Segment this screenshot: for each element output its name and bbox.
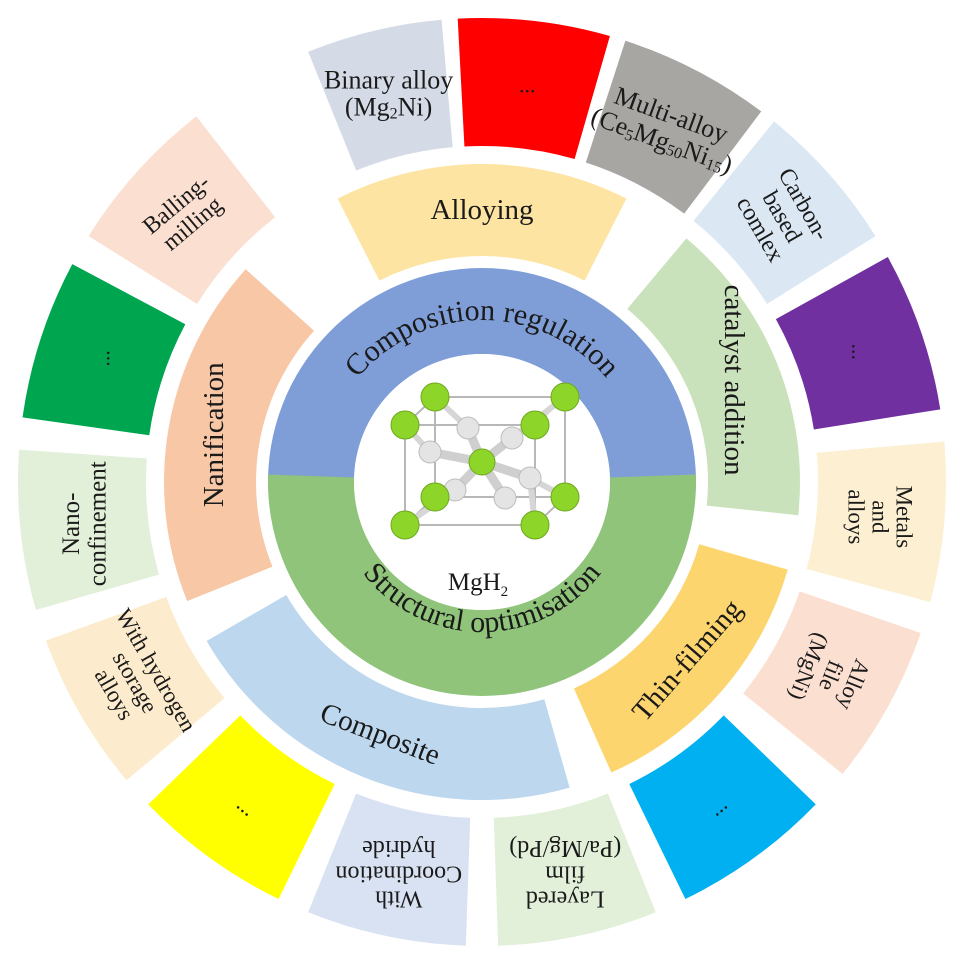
mg-atom (520, 510, 550, 540)
outer-label-line: Layered (526, 886, 605, 912)
h-atom (518, 466, 542, 490)
outer-segment-carbon-based (693, 121, 876, 304)
outer-label-ellipsis-purple: ... (848, 344, 873, 361)
middle-label-alloying: Alloying (430, 194, 533, 226)
h-atom (418, 440, 442, 464)
outer-label-line: ... (848, 344, 873, 361)
outer-label-ellipsis-red: ... (519, 72, 536, 97)
mg-atom (550, 382, 580, 412)
middle-segment-thin-filming (573, 544, 788, 773)
center-hub: MgH2 (354, 354, 610, 610)
mg-atom (468, 448, 496, 476)
h-atom (500, 426, 524, 450)
h-atom (456, 416, 480, 440)
outer-segment-metals-alloys (806, 441, 946, 603)
middle-segment-nanification (164, 269, 315, 602)
middle-label-catalyst-addition: catalyst addition (718, 285, 750, 476)
outer-segment-nano-confinement (17, 449, 160, 610)
mg-atom (390, 510, 420, 540)
outer-segment-with-hydrogen (45, 596, 225, 781)
mg-atom (520, 410, 550, 440)
middle-segment-composite (206, 595, 570, 800)
outer-ring: Binary alloy(Mg2​Ni)...Multi-alloy(Ce5​M… (17, 18, 946, 946)
inner-segment-composition-regulation (268, 268, 697, 490)
outer-label-line: ... (89, 350, 114, 367)
center-label: MgH2 (448, 569, 508, 600)
middle-label-nanification: Nanification (198, 362, 230, 507)
outer-label-line: ... (519, 72, 536, 97)
middle-segment-alloying (337, 163, 627, 281)
outer-segment-multi-alloy (585, 40, 762, 214)
middle-segment-catalyst-addition (627, 238, 801, 516)
outer-label-line: hydride (362, 835, 435, 861)
outer-label-line: and (868, 500, 893, 534)
outer-label-line: Nano- (58, 493, 85, 555)
outer-label-line: alloys (844, 489, 869, 544)
outer-label-line: confinement (84, 461, 111, 586)
outer-label-line: Coordination (335, 860, 462, 886)
outer-segment-alloy-file (743, 591, 921, 774)
outer-segment-with-coordination (308, 793, 471, 946)
outer-label-binary-alloy: Binary alloy(Mg2​Ni) (324, 65, 453, 122)
outer-label-line: film (545, 860, 585, 886)
mg-atom (390, 410, 420, 440)
outer-label-ellipsis-green: ... (89, 350, 114, 367)
outer-segment-ellipsis-red (457, 18, 610, 160)
outer-segment-ellipsis-blue (629, 715, 816, 900)
outer-segment-ellipsis-purple (775, 257, 941, 430)
outer-label-line: Binary alloy (324, 65, 453, 94)
h-atom (493, 486, 517, 510)
center-label-text: MgH (448, 569, 501, 596)
outer-segment-balling-milling (88, 116, 276, 304)
mg-atom (550, 482, 580, 512)
outer-segment-ellipsis-yellow (148, 715, 335, 900)
inner-segment-structural-optimisation (268, 474, 696, 696)
outer-label-line: (Pa/Mg/Pd) (509, 835, 621, 861)
outer-label-line: Metals (892, 486, 917, 549)
outer-label-line: With (375, 886, 422, 912)
outer-label-nano-confinement: Nano-confinement (58, 461, 111, 586)
mg-atom (420, 382, 450, 412)
outer-label-line: (Mg2​Ni) (345, 92, 432, 122)
outer-segment-binary-alloy (308, 19, 453, 171)
mgh2-crystal-structure-icon (390, 382, 580, 540)
outer-segment-ellipsis-green (22, 264, 186, 436)
mg-atom (420, 482, 450, 512)
center-label-sub: 2 (501, 584, 509, 600)
outer-segment-layered-film (493, 793, 656, 946)
